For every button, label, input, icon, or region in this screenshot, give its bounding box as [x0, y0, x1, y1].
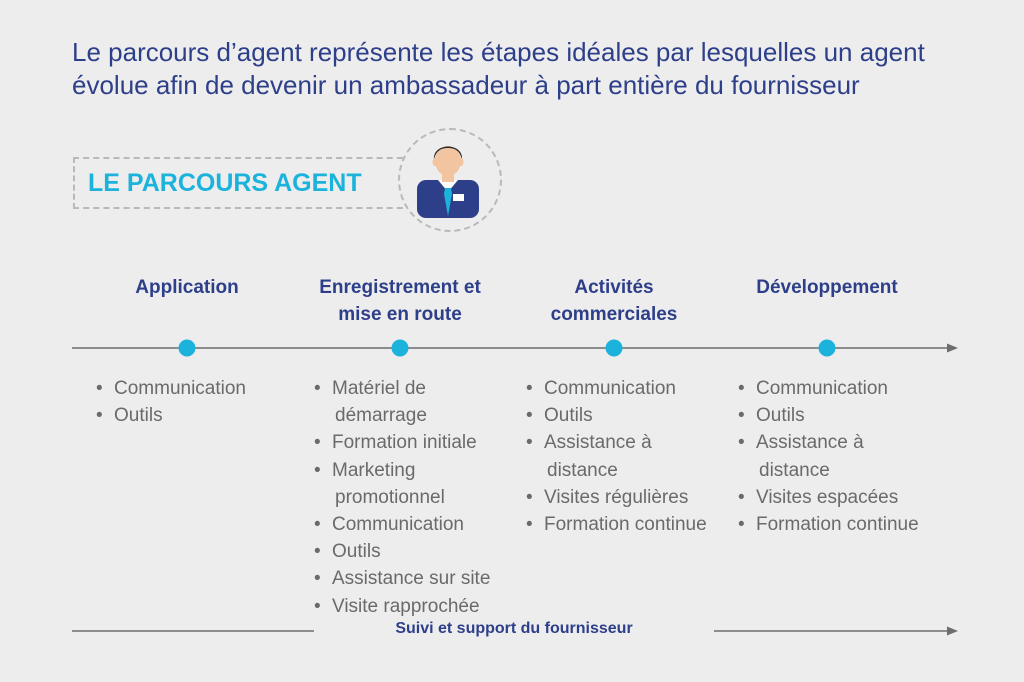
list-item: Visites régulières	[526, 484, 707, 511]
footer-arrowhead	[947, 626, 958, 636]
list-item: Communication	[738, 375, 919, 402]
list-item: Visites espacées	[738, 484, 919, 511]
list-item-text: démarrage	[335, 405, 427, 427]
stage-title-line: Développement	[756, 277, 898, 298]
stage-title-enregistrement: Enregistrement et mise en route	[300, 274, 500, 328]
list-item-text: distance	[759, 459, 830, 481]
list-item: Formation continue	[738, 511, 919, 538]
list-item-text: Assistance à	[756, 432, 864, 454]
list-item: Matériel de démarrage	[314, 375, 490, 429]
list-item: Communication	[314, 511, 490, 538]
list-item: Outils	[96, 402, 246, 429]
stage-title-developpement: Développement	[727, 274, 927, 301]
list-item-text: Matériel de	[332, 378, 426, 399]
stage-title-line: Activités	[574, 277, 654, 298]
list-item: Outils	[526, 402, 707, 429]
list-item: Communication	[526, 375, 707, 402]
list-item-text: Marketing	[332, 459, 416, 481]
list-item: Formation initiale	[314, 429, 490, 456]
footer-label: Suivi et support du fournisseur	[395, 620, 633, 637]
list-item: Communication	[96, 375, 246, 402]
list-item: Marketing promotionnel	[314, 457, 490, 511]
timeline-node-developpement	[818, 339, 836, 357]
intro-text: Le parcours d’agent représente les étape…	[72, 36, 992, 102]
stage-title-line: Enregistrement et	[319, 277, 481, 298]
stage-title-line: commerciales	[550, 304, 678, 325]
list-item: Outils	[738, 402, 919, 429]
list-item-text: distance	[547, 459, 618, 481]
stage-title-application: Application	[87, 274, 287, 301]
intro-line-1: Le parcours d’agent représente les étape…	[72, 37, 925, 67]
badge-title: LE PARCOURS AGENT	[88, 169, 362, 197]
list-item-text: promotionnel	[335, 486, 445, 508]
timeline-node-activites	[605, 339, 623, 357]
timeline-arrowhead	[947, 343, 958, 353]
badge-dashed-frame	[73, 157, 413, 209]
stage-title-activites: Activités commerciales	[514, 274, 714, 328]
list-item: Assistance à distance	[738, 429, 919, 483]
timeline-node-application	[178, 339, 196, 357]
intro-line-2: évolue afin de devenir un ambassadeur à …	[72, 70, 860, 100]
agent-avatar-icon	[417, 146, 479, 218]
stage-title-line: mise en route	[338, 304, 462, 325]
list-item: Formation continue	[526, 511, 707, 538]
list-item-text: Assistance à	[544, 432, 652, 454]
timeline-node-enregistrement	[391, 339, 409, 357]
stage-list-developpement: Communication Outils Assistance à distanc…	[738, 375, 919, 538]
list-item: Visite rapprochée	[314, 593, 490, 620]
stage-title-line: Application	[135, 277, 239, 298]
list-item: Outils	[314, 538, 490, 565]
list-item: Assistance sur site	[314, 565, 490, 592]
list-item: Assistance à distance	[526, 429, 707, 483]
stage-list-activites: Communication Outils Assistance à distanc…	[526, 375, 707, 538]
stage-list-application: Communication Outils	[96, 375, 246, 430]
